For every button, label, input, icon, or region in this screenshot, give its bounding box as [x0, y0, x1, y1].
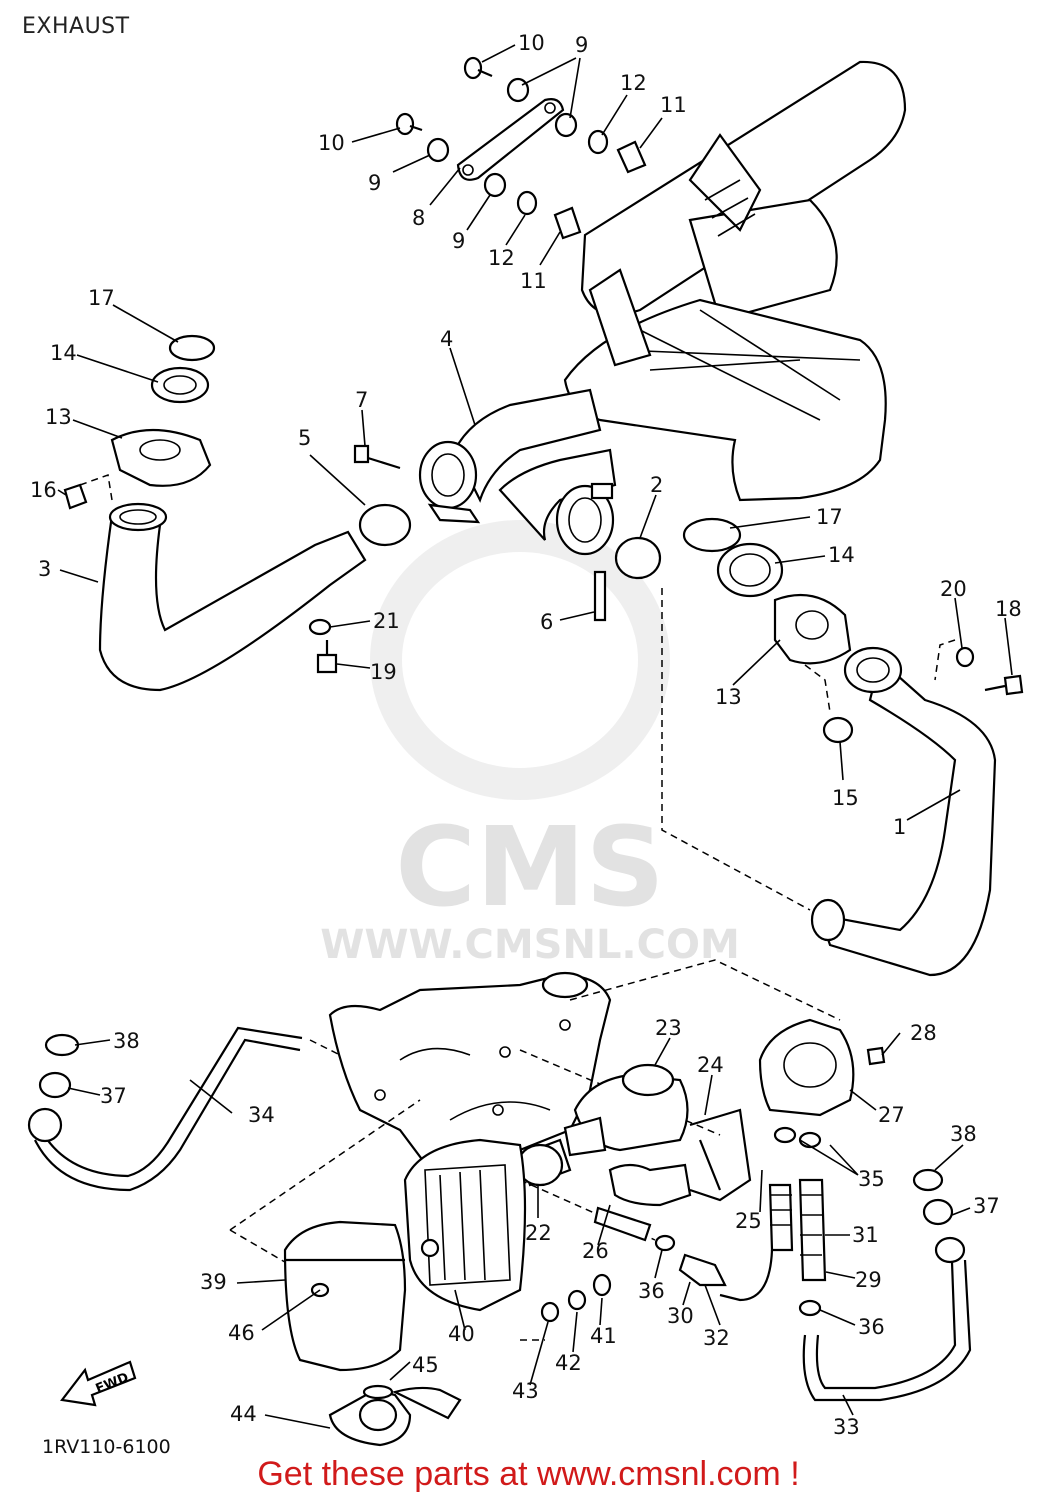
callout-21: 21 — [373, 609, 400, 633]
callout-35: 35 — [858, 1167, 885, 1191]
callout-10b: 10 — [318, 131, 345, 155]
callout-2: 2 — [650, 473, 663, 497]
engine-case — [328, 971, 612, 1182]
callout-25: 25 — [735, 1209, 762, 1233]
right-exhaust-pipe — [593, 517, 1024, 977]
callout-23: 23 — [655, 1016, 682, 1040]
callout-39: 39 — [200, 1270, 227, 1294]
callout-43: 43 — [512, 1379, 539, 1403]
callout-34: 34 — [248, 1103, 275, 1127]
callout-16: 16 — [30, 478, 57, 502]
callout-33: 33 — [833, 1415, 860, 1439]
callout-38: 38 — [113, 1029, 140, 1053]
callout-11: 11 — [520, 269, 547, 293]
callout-14: 14 — [50, 341, 77, 365]
callout-26: 26 — [582, 1239, 609, 1263]
callout-28: 28 — [910, 1021, 937, 1045]
callout-6: 6 — [540, 610, 553, 634]
callout-29: 29 — [855, 1268, 882, 1292]
callout-11b: 11 — [660, 93, 687, 117]
callout-36: 36 — [638, 1279, 665, 1303]
callout-17: 17 — [88, 286, 115, 310]
callout-36b: 36 — [858, 1315, 885, 1339]
callout-15: 15 — [832, 786, 859, 810]
callout-44: 44 — [230, 1402, 257, 1426]
callout-12: 12 — [488, 246, 515, 270]
bracket-hardware — [395, 56, 647, 240]
part-code: 1RV110-6100 — [42, 1436, 171, 1458]
left-exhaust-pipe — [63, 334, 412, 692]
callout-27: 27 — [878, 1103, 905, 1127]
leader-lines — [57, 44, 1013, 1429]
diagram-title: EXHAUST — [22, 14, 130, 39]
callout-13: 13 — [45, 405, 72, 429]
callout-9: 9 — [575, 33, 588, 57]
watermark-url: WWW.CMSNL.COM — [320, 922, 740, 968]
callout-3: 3 — [38, 557, 51, 581]
callout-13b: 13 — [715, 685, 742, 709]
callout-46: 46 — [228, 1321, 255, 1345]
callout-17b: 17 — [816, 505, 843, 529]
callout-42: 42 — [555, 1351, 582, 1375]
callout-30: 30 — [667, 1304, 694, 1328]
callout-20: 20 — [940, 577, 967, 601]
promo-link[interactable]: Get these parts at www.cmsnl.com ! — [257, 1455, 800, 1493]
watermark-logo: CMS — [395, 803, 664, 931]
callout-24: 24 — [697, 1053, 724, 1077]
cms-watermark: CMS WWW.CMSNL.COM — [320, 520, 740, 968]
callout-14b: 14 — [828, 543, 855, 567]
callout-18: 18 — [995, 597, 1022, 621]
callout-10: 10 — [518, 31, 545, 55]
callout-7: 7 — [355, 388, 368, 412]
callout-12b: 12 — [620, 71, 647, 95]
air-induction-parts: FWD — [27, 1018, 972, 1447]
callout-8: 8 — [412, 206, 425, 230]
callout-37b: 37 — [973, 1194, 1000, 1218]
callout-1: 1 — [893, 815, 906, 839]
callout-32: 32 — [703, 1326, 730, 1350]
callout-37: 37 — [100, 1084, 127, 1108]
callout-5: 5 — [298, 426, 311, 450]
callout-31: 31 — [852, 1223, 879, 1247]
callout-19: 19 — [370, 660, 397, 684]
muffler-assembly — [418, 60, 907, 556]
callout-45: 45 — [412, 1353, 439, 1377]
callout-4: 4 — [440, 327, 453, 351]
callout-22: 22 — [525, 1221, 552, 1245]
callout-41: 41 — [590, 1324, 617, 1348]
callout-9b: 9 — [368, 171, 381, 195]
callout-40: 40 — [448, 1322, 475, 1346]
callout-9c: 9 — [452, 229, 465, 253]
callout-38b: 38 — [950, 1122, 977, 1146]
callout-labels: 10 9 10 9 8 9 12 11 12 11 17 14 13 16 3 … — [30, 31, 1022, 1439]
